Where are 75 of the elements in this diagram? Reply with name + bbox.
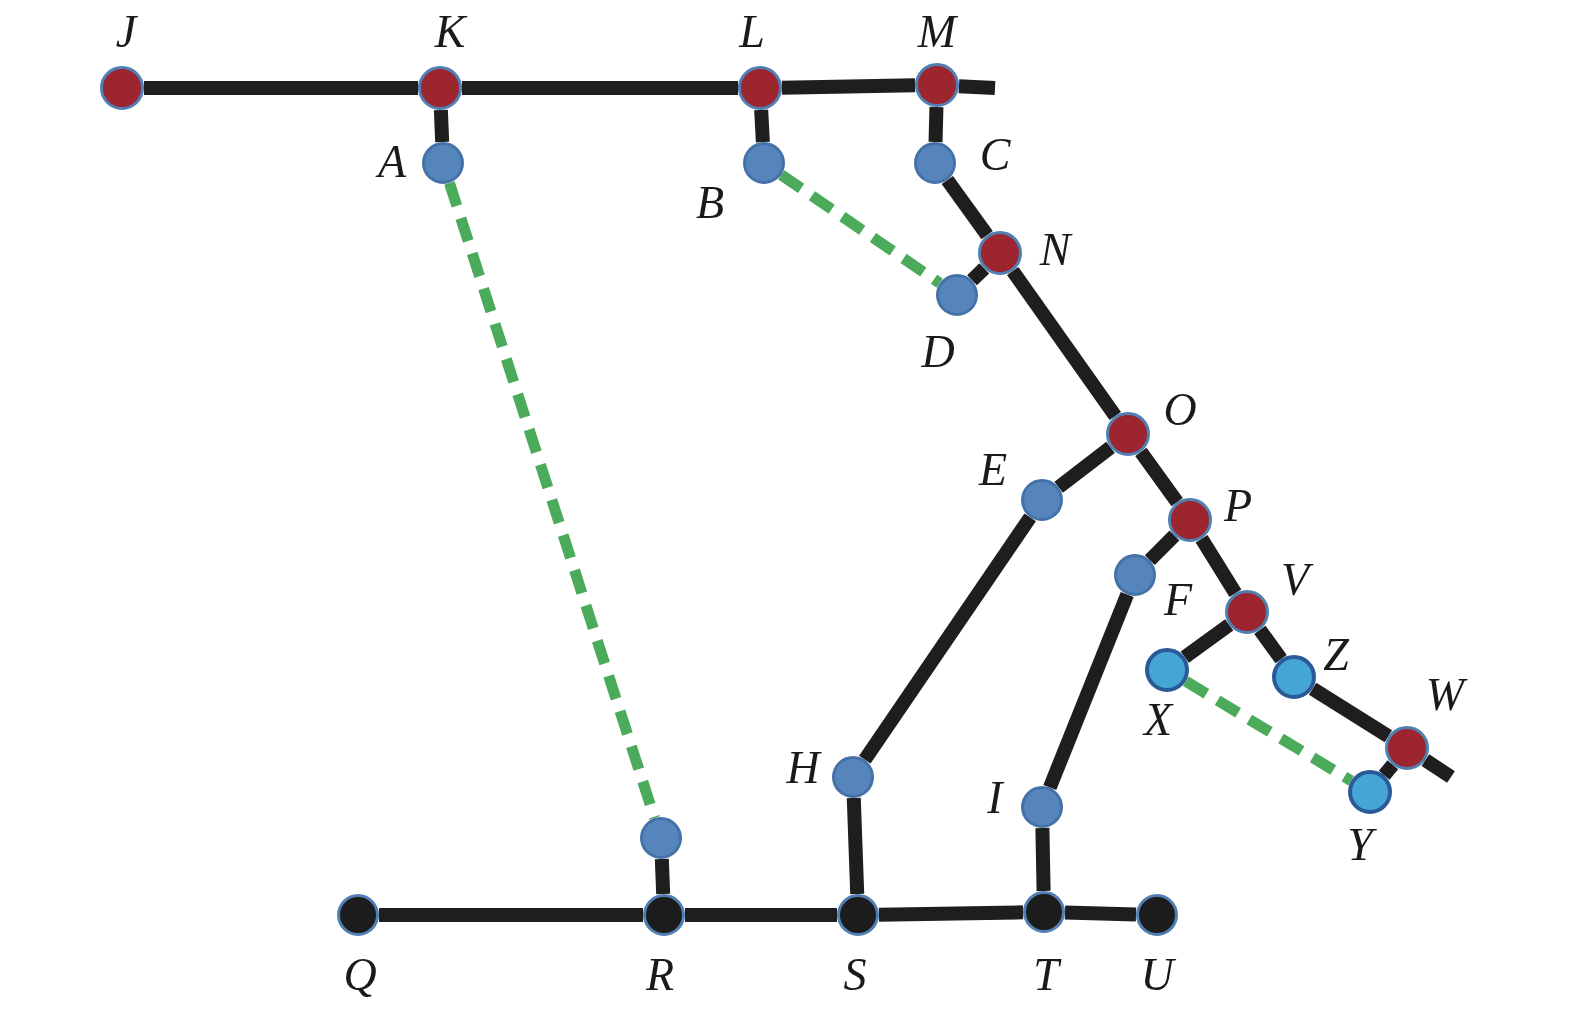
connector-line [685, 908, 837, 922]
node-circle [1021, 786, 1063, 828]
node-label: O [1163, 387, 1197, 433]
node-circle [643, 894, 685, 936]
node-label: Q [343, 952, 377, 998]
node-label: A [377, 139, 407, 185]
node-circle [1272, 655, 1316, 699]
connector-line [1308, 682, 1393, 743]
node-label: R [645, 952, 675, 998]
node-circle [1021, 479, 1063, 521]
connector-line [958, 79, 996, 95]
connector-line [1054, 441, 1115, 493]
connector-line [781, 78, 916, 95]
node-label: L [739, 9, 765, 55]
connector-line [1007, 266, 1121, 421]
connector-line [1135, 447, 1183, 507]
node-label: J [115, 9, 137, 55]
connector-line [1254, 625, 1287, 664]
node-label: C [979, 132, 1011, 178]
node-label: Z [1323, 632, 1349, 678]
connector-line [754, 109, 770, 143]
connector-line [433, 109, 450, 143]
connector-line [379, 908, 643, 922]
node-circle [418, 66, 462, 110]
dashed-connector [1183, 676, 1354, 786]
connector-line [846, 797, 865, 895]
node-label: X [1143, 697, 1173, 743]
connector-line [1144, 530, 1180, 566]
node-circle [914, 142, 956, 184]
node-label: F [1163, 577, 1193, 623]
node-circle [743, 142, 785, 184]
connector-line [462, 81, 738, 95]
node-label: N [1039, 227, 1071, 273]
connector-line [967, 263, 990, 286]
node-circle [1023, 891, 1065, 933]
node-circle [1168, 498, 1212, 542]
connector-line [928, 106, 944, 143]
connector-line [1421, 754, 1455, 783]
node-label: B [695, 180, 725, 226]
connector-line [654, 858, 671, 895]
node-label: S [843, 952, 867, 998]
node-circle [738, 66, 782, 110]
connector-line [941, 175, 993, 240]
connector-line [1180, 619, 1234, 663]
node-circle [1385, 726, 1429, 770]
node-circle [936, 274, 978, 316]
connector-line [1195, 535, 1242, 597]
node-circle [1114, 554, 1156, 596]
node-circle [337, 894, 379, 936]
dashed-connector [778, 170, 943, 288]
connector-line [1043, 591, 1134, 791]
node-label: E [978, 447, 1008, 493]
node-circle [915, 63, 959, 107]
node-circle [1145, 648, 1189, 692]
node-circle [100, 66, 144, 110]
connector-line [878, 905, 1024, 922]
node-circle [640, 817, 682, 859]
dashed-connector [444, 181, 660, 820]
node-label: K [434, 9, 466, 55]
node-label: P [1223, 483, 1253, 529]
node-circle [1136, 894, 1178, 936]
node-circle [1348, 770, 1392, 814]
node-label: M [917, 9, 957, 55]
connector-line [1378, 760, 1399, 780]
connector-line [859, 513, 1036, 764]
node-circle [837, 894, 879, 936]
node-label: U [1140, 952, 1174, 998]
node-circle [1225, 590, 1269, 634]
node-label: H [786, 745, 820, 791]
node-circle [832, 756, 874, 798]
connector-line [1035, 827, 1051, 892]
node-label: D [921, 329, 955, 375]
node-circle [422, 142, 464, 184]
connector-line [144, 81, 418, 95]
node-label: I [987, 775, 1003, 821]
